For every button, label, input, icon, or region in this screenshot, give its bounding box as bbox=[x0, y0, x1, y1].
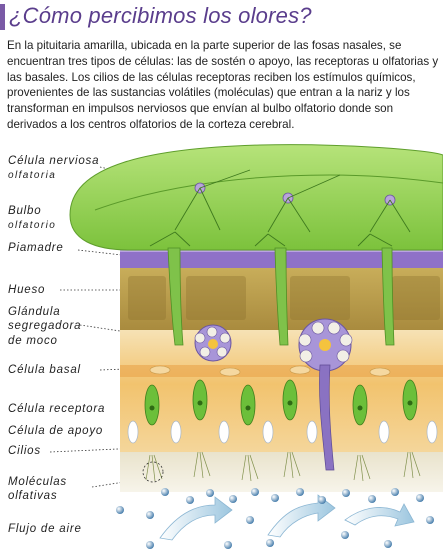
label-celula-basal: Célula basal bbox=[8, 364, 81, 376]
mucus-gland-left bbox=[194, 324, 232, 362]
receptor-nuclei bbox=[149, 400, 413, 411]
label-celula-nerviosa: Célula nerviosa bbox=[8, 155, 100, 167]
axon-bundles bbox=[167, 247, 395, 346]
label-flujo-aire: Flujo de aire bbox=[8, 523, 82, 535]
cilia-highlight bbox=[142, 461, 164, 483]
label-glandula-3: de moco bbox=[8, 335, 58, 347]
odor-molecules bbox=[116, 488, 434, 549]
label-celula-apoyo: Célula de apoyo bbox=[8, 425, 104, 437]
label-glandula: Glándula bbox=[8, 306, 61, 318]
page-title: ¿Cómo percibimos los olores? bbox=[9, 3, 312, 28]
label-celula-nerviosa-2: olfatoria bbox=[8, 170, 57, 181]
label-bulbo-2: olfatorio bbox=[8, 220, 57, 231]
label-celula-receptora: Célula receptora bbox=[8, 403, 106, 415]
basal-cells bbox=[149, 365, 391, 377]
label-cilios: Cilios bbox=[8, 445, 41, 457]
mucus-gland-right bbox=[298, 318, 353, 471]
cilia bbox=[145, 451, 421, 482]
basal-layer bbox=[120, 365, 443, 377]
bone-texture bbox=[128, 276, 440, 320]
airflow-arrows bbox=[159, 494, 415, 541]
title-bar: ¿Cómo percibimos los olores? bbox=[0, 0, 443, 34]
receptor-cells bbox=[144, 379, 418, 426]
label-glandula-2: segregadora bbox=[8, 320, 82, 332]
support-cells bbox=[127, 420, 438, 444]
label-piamadre: Piamadre bbox=[8, 242, 64, 254]
title-accent bbox=[0, 4, 5, 30]
mucus-layer bbox=[120, 452, 443, 492]
olfactory-bulb bbox=[69, 144, 443, 251]
label-moleculas-2: olfativas bbox=[8, 490, 58, 502]
label-bulbo: Bulbo bbox=[8, 205, 42, 217]
bulb-dendrites bbox=[149, 169, 411, 247]
label-moleculas: Moléculas bbox=[8, 476, 67, 488]
label-hueso: Hueso bbox=[8, 284, 46, 296]
intro-text: En la pituitaria amarilla, ubicada en la… bbox=[7, 39, 439, 131]
